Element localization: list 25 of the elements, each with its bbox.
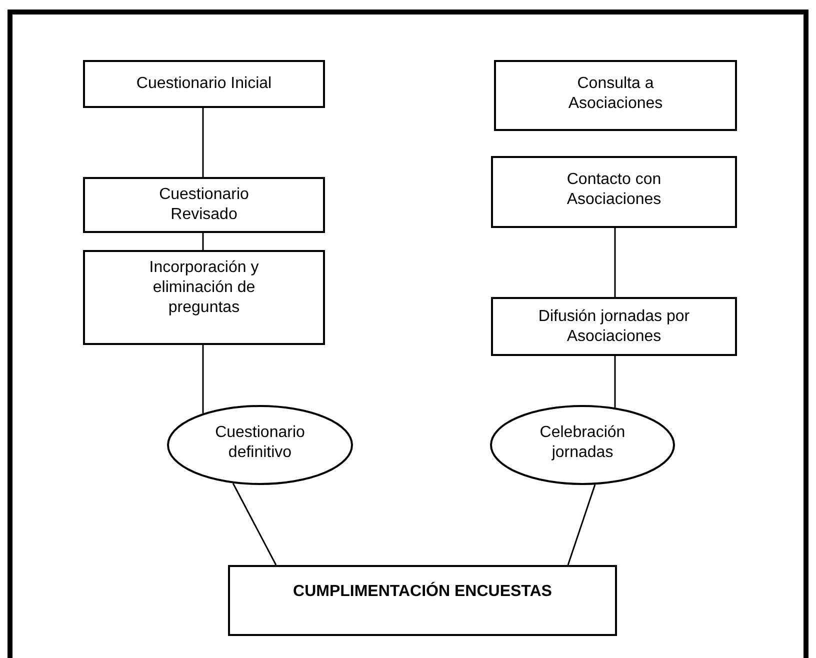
connector-line bbox=[614, 228, 616, 297]
process-box bbox=[491, 297, 737, 356]
process-box bbox=[83, 60, 325, 108]
node-label: CUMPLIMENTACIÓN ENCUESTAS bbox=[292, 582, 553, 602]
milestone-ellipse bbox=[167, 405, 353, 485]
process-box bbox=[228, 565, 617, 636]
milestone-ellipse bbox=[490, 405, 675, 485]
process-box bbox=[494, 60, 737, 131]
node-label: Celebración jornadas bbox=[538, 423, 626, 463]
connector-line bbox=[202, 233, 204, 250]
node-label: Cuestionario Inicial bbox=[135, 74, 273, 94]
node-label: Consulta a Asociaciones bbox=[567, 74, 664, 114]
connector-line bbox=[202, 345, 204, 414]
node-label: Cuestionario definitivo bbox=[214, 423, 306, 463]
process-box bbox=[83, 250, 325, 345]
connector-line bbox=[232, 482, 277, 566]
process-box bbox=[491, 156, 737, 228]
node-label: Difusión jornadas por Asociaciones bbox=[537, 307, 691, 347]
connector-line bbox=[567, 484, 596, 566]
connector-line bbox=[202, 108, 204, 177]
connector-line bbox=[614, 356, 616, 408]
node-label: Cuestionario Revisado bbox=[158, 185, 250, 225]
process-box bbox=[83, 177, 325, 233]
node-label: Contacto con Asociaciones bbox=[566, 170, 662, 210]
node-label: Incorporación y eliminación de preguntas bbox=[148, 258, 260, 318]
